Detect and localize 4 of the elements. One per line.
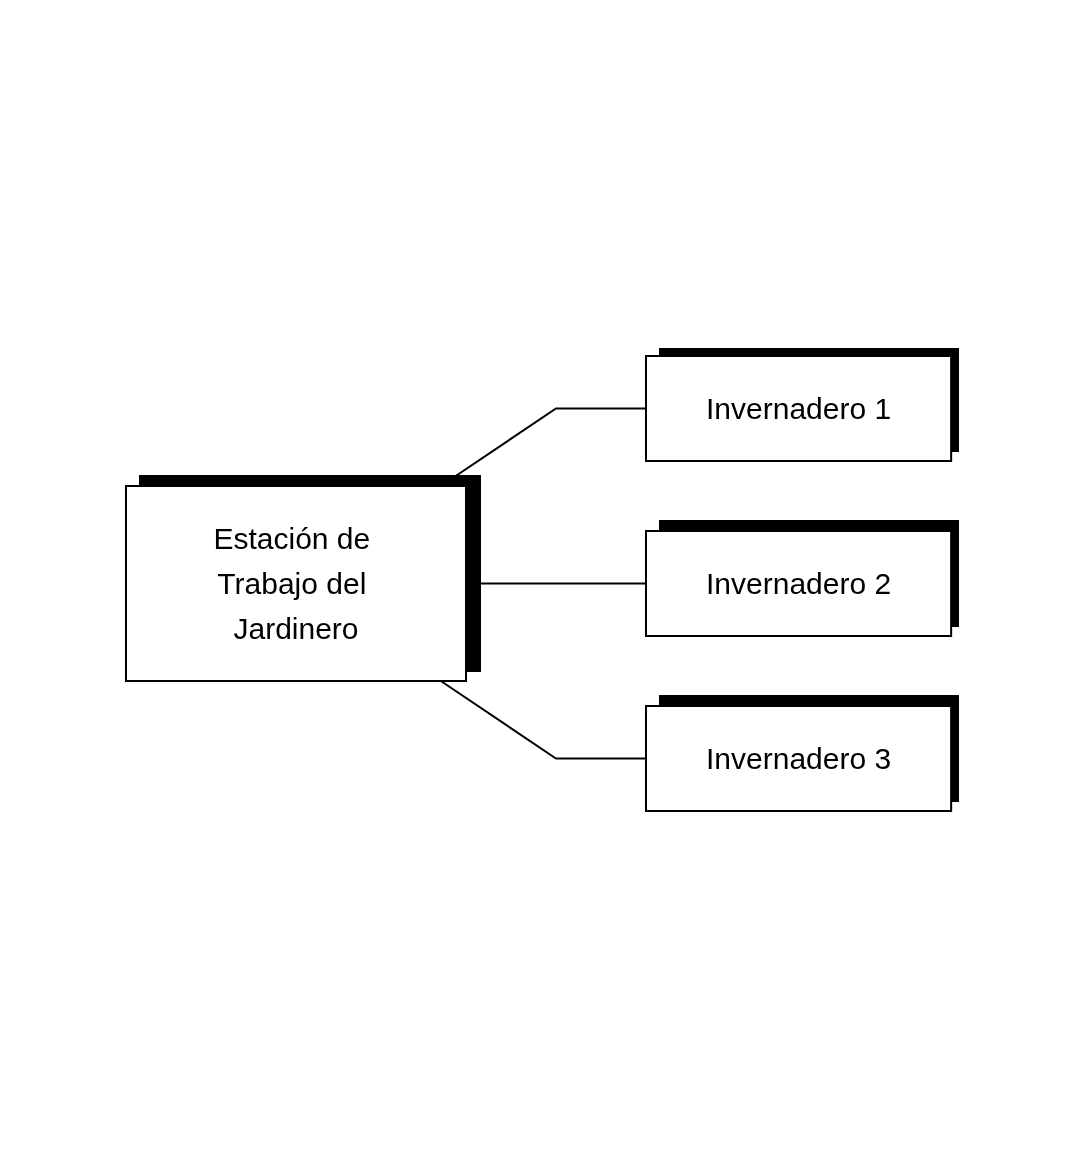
node-box: Invernadero 2 [644,530,953,637]
node-box: Invernadero 1 [644,355,953,462]
node-box: Estación de Trabajo del Jardinero [124,485,467,682]
node-box: Invernadero 3 [644,705,953,812]
